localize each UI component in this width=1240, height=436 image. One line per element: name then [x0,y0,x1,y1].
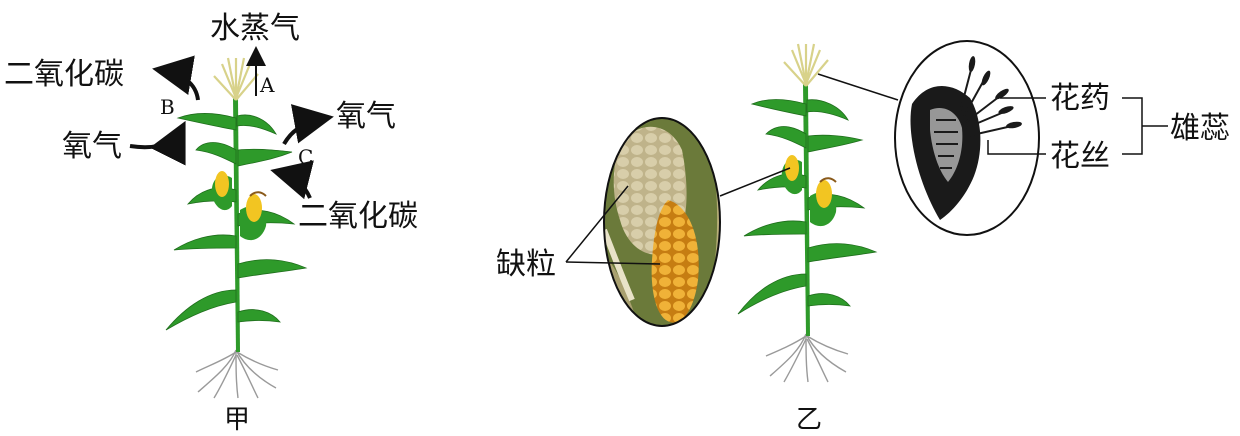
panel-b-plant [738,44,876,382]
caption-b: 乙 [796,405,822,435]
label-co2-out: 二氧化碳 [4,57,124,92]
stamen-closeup [894,40,1040,236]
plant-b-roots [766,334,848,382]
caption-a: 甲 [224,405,250,435]
label-filament: 花丝 [1050,139,1110,174]
plant-b-tassel [784,44,828,86]
label-missing-kernels: 缺粒 [496,247,556,282]
letter-b: B [160,95,175,119]
label-co2-in: 二氧化碳 [298,199,418,234]
arrow-o2-out [284,118,326,144]
corn-ear-closeup [600,116,724,330]
plant-a-roots [196,350,278,398]
label-o2-in: 氧气 [62,129,122,164]
label-water-vapor: 水蒸气 [210,11,300,46]
connector-tassel [818,74,898,100]
label-stamen: 雄蕊 [1170,111,1230,146]
label-anther: 花药 [1050,81,1110,116]
letter-c: C [298,145,313,169]
letter-a: A [259,73,275,97]
plant-a-tassel [214,58,258,100]
arrow-o2-in [130,128,182,147]
label-o2-out: 氧气 [336,99,396,134]
panel-a-plant [166,58,306,398]
arrow-co2-in [278,172,310,198]
